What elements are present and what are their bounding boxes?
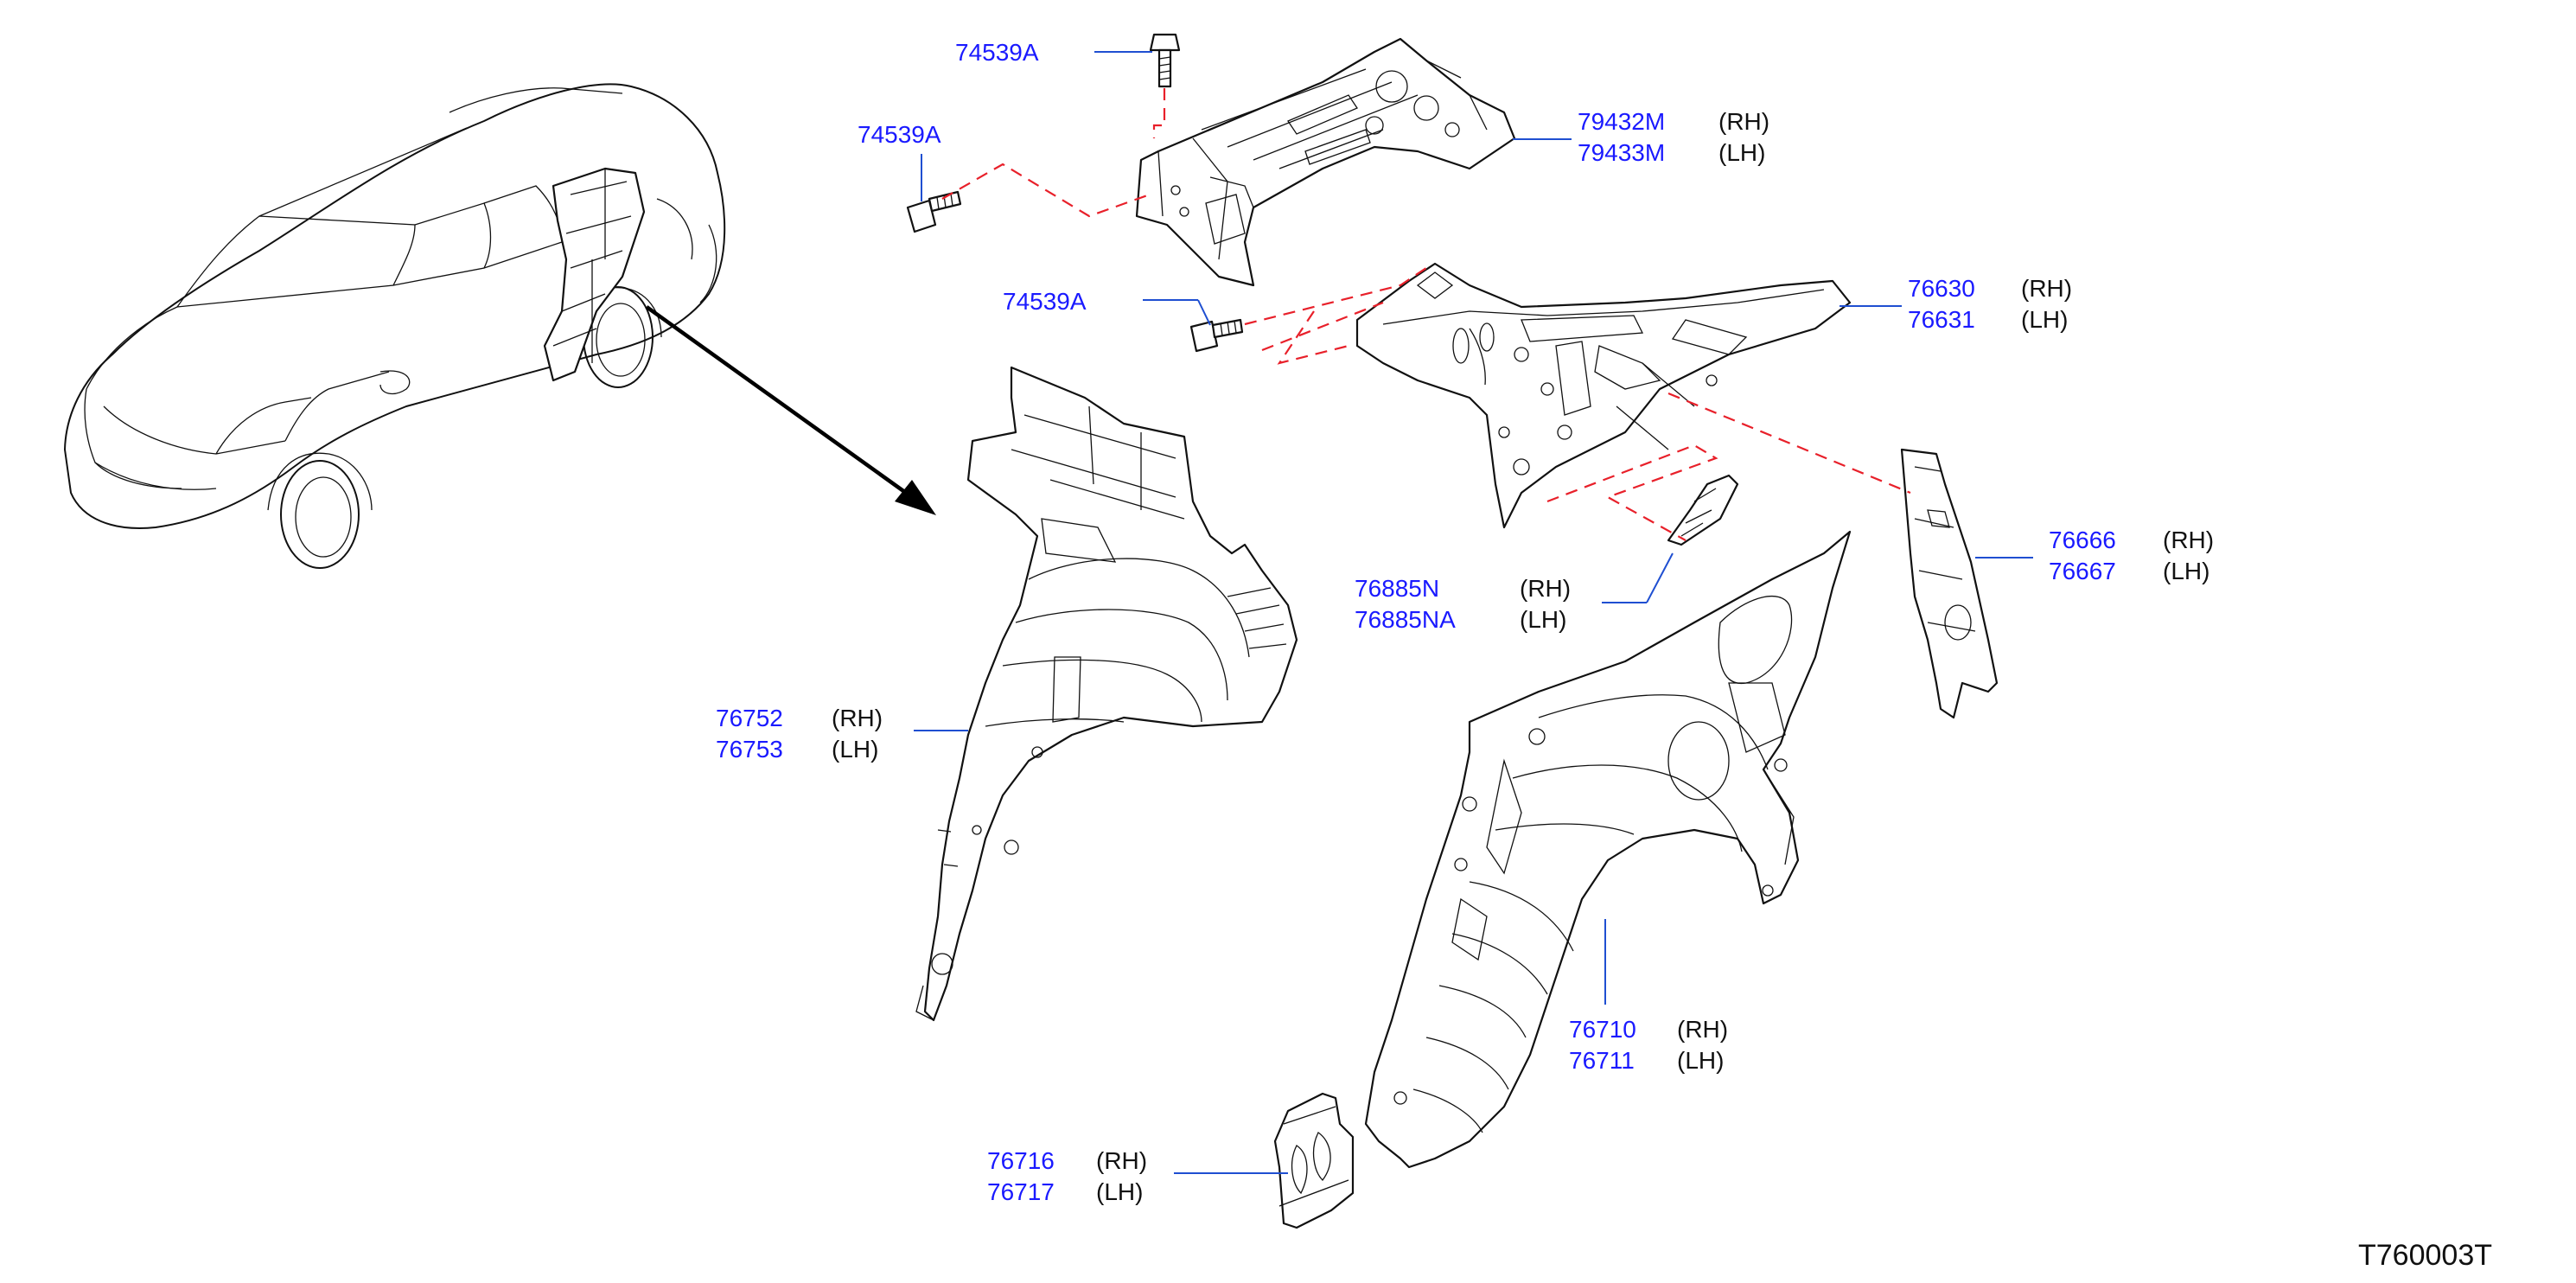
small-panel-76716[interactable] [1273,1092,1355,1229]
part-number-74539a-left[interactable]: 74539A [858,121,941,148]
side-lh-76717: (LH) [1096,1178,1143,1205]
pillar-76666[interactable] [1900,448,1999,719]
wheelhouse-76752[interactable] [915,366,1298,1022]
side-lh-76667: (LH) [2163,558,2209,584]
vehicle-illustration [64,83,726,569]
bolt-top[interactable] [1149,33,1181,88]
side-rh-76885n: (RH) [1520,575,1571,602]
part-number-76716[interactable]: 76716 [987,1147,1055,1174]
rear-panel-76630[interactable] [1355,262,1852,529]
part-number-76711[interactable]: 76711 [1569,1047,1635,1074]
part-number-76631[interactable]: 76631 [1908,306,1975,333]
side-rh-79432m: (RH) [1718,108,1769,135]
callout-labels: 74539A 74539A 74539A 79432M (RH) 79433M … [716,39,2492,1272]
side-rh-76752: (RH) [832,705,883,731]
side-rh-76630: (RH) [2021,275,2072,302]
side-lh-76631: (LH) [2021,306,2068,333]
part-number-79432m[interactable]: 79432M [1578,108,1665,135]
part-number-74539a-top[interactable]: 74539A [955,39,1039,66]
part-number-79433m[interactable]: 79433M [1578,139,1665,166]
part-number-76666[interactable]: 76666 [2049,527,2116,553]
dashed-guides [941,88,1911,541]
side-lh-79433m: (LH) [1718,139,1765,166]
pointer-arrow [645,305,936,515]
part-number-76710[interactable]: 76710 [1569,1016,1636,1043]
leader-lines [914,51,2033,1174]
side-lh-76885na: (LH) [1520,606,1566,633]
part-number-76885n[interactable]: 76885N [1355,575,1439,602]
side-lh-76711: (LH) [1677,1047,1724,1074]
side-rh-76710: (RH) [1677,1016,1728,1043]
part-number-76885na[interactable]: 76885NA [1355,606,1456,633]
inner-wheelhouse-76710[interactable] [1364,530,1852,1169]
part-number-76667[interactable]: 76667 [2049,558,2116,584]
bolt-middle[interactable] [1189,318,1244,353]
part-number-76753[interactable]: 76753 [716,736,783,763]
side-lh-76753: (LH) [832,736,878,763]
diagram-code: T760003T [2358,1239,2492,1272]
side-rh-76666: (RH) [2163,527,2214,553]
part-number-76717[interactable]: 76717 [987,1178,1055,1205]
part-number-74539a-middle[interactable]: 74539A [1003,288,1087,315]
part-number-76752[interactable]: 76752 [716,705,783,731]
side-rh-76716: (RH) [1096,1147,1147,1174]
bolt-left[interactable] [906,190,962,233]
bracket-76885n[interactable] [1667,474,1739,546]
part-number-76630[interactable]: 76630 [1908,275,1975,302]
rear-bracket-79432m[interactable] [1135,37,1516,287]
